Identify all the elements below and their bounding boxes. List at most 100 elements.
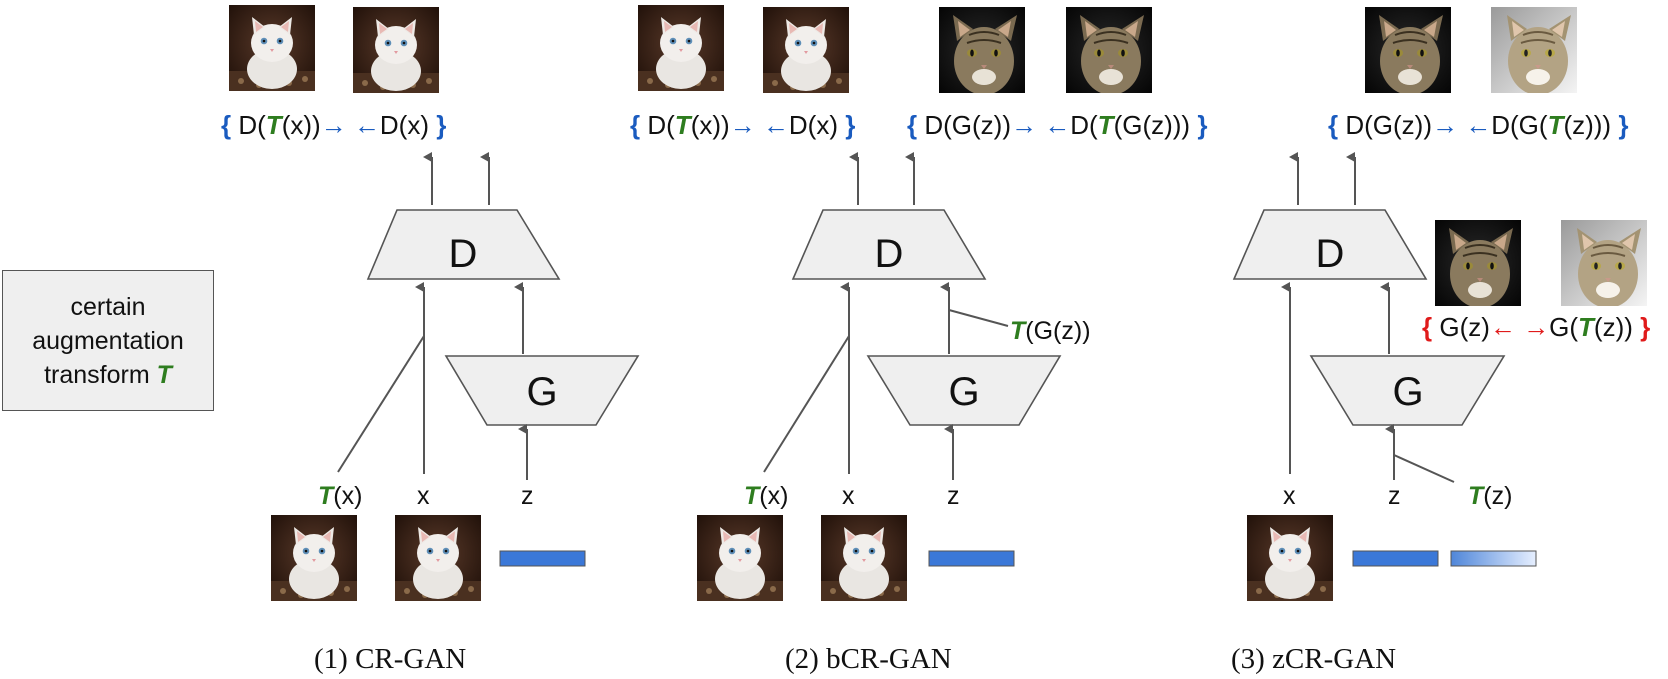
eq-z-close: (z)) — [1593, 312, 1633, 342]
panel1-bottom-kitten-transformed-image — [271, 515, 357, 601]
rbrace: } — [1618, 110, 1629, 140]
tx-suffix: (x) — [759, 482, 789, 510]
panel3-top-cat-image — [1365, 7, 1451, 93]
panel1-tx-join-line — [337, 335, 425, 473]
t-symbol: T — [318, 482, 334, 510]
eq-x-close: (x)) — [690, 110, 730, 140]
panel3-latent-tz-bar — [1450, 550, 1537, 567]
panel3-tz-label: T(z) — [1468, 481, 1512, 511]
eq-t-symbol: T — [1547, 110, 1564, 140]
panel2-x-label: x — [842, 482, 855, 510]
eq-dx: D(x) — [379, 110, 429, 140]
eq-z-close: (z))) — [1563, 110, 1612, 140]
panel2-graph: D G — [638, 5, 1152, 601]
panel2-tx-label: T(x) — [744, 481, 788, 511]
eq-dg-open: D(G( — [1491, 110, 1548, 140]
panel3-latent-z-bar — [1352, 550, 1439, 567]
panel3-consistency-equation: { D(G(z))→ ←D(G(T(z))) } — [1328, 109, 1628, 141]
panel1-generator-shape — [444, 355, 640, 426]
right-arrow-icon: → — [1011, 110, 1037, 140]
panel1-consistency-equation: { D(T(x))→ ←D(x) } — [221, 109, 446, 141]
panel3-latent-consistency-equation: { G(z)← →G(T(z)) } — [1422, 311, 1650, 343]
eq-t-symbol: T — [1578, 312, 1594, 342]
panel3-tz-pointer-line — [1393, 454, 1455, 483]
panel1-tx-label: T(x) — [318, 481, 362, 511]
rbrace: } — [436, 110, 447, 140]
panel2-discriminator-shape — [791, 209, 987, 280]
panel2-generator-shape — [866, 355, 1062, 426]
panel3-x-label: x — [1283, 482, 1296, 510]
eq-t-symbol: T — [1097, 110, 1114, 140]
eq-t-symbol: T — [674, 110, 691, 140]
eq-t-symbol: T — [265, 110, 282, 140]
panel2-discriminator-label: D — [875, 232, 904, 276]
panel2-latent-z-bar — [928, 550, 1015, 567]
panel3-mid-cat-transformed-image — [1561, 220, 1647, 306]
tx-suffix: (x) — [333, 482, 363, 510]
eq-d-open: D( — [238, 110, 266, 140]
lbrace: { — [907, 110, 918, 140]
panel2-bottom-kitten-transformed-image — [697, 515, 783, 601]
panel2-tgz-label: T(G(z)) — [1010, 316, 1091, 346]
right-arrow-icon: → — [320, 110, 347, 140]
panel1-x-label: x — [417, 482, 430, 510]
panel2-tgz-pointer-line — [948, 309, 1009, 327]
panel2-top-cat-transformed-image — [1066, 7, 1152, 93]
aug-transform-symbol: T — [156, 360, 172, 389]
panel2-bottom-kitten-image — [821, 515, 907, 601]
panel1-discriminator-shape — [366, 209, 561, 280]
left-arrow-icon: ← — [1489, 312, 1516, 342]
panel3-z-label: z — [1388, 482, 1401, 510]
right-arrow-icon: → — [1432, 110, 1458, 140]
t-symbol: T — [1010, 317, 1026, 345]
panel2-top-cat-image — [939, 7, 1025, 93]
rbrace: } — [845, 110, 856, 140]
panel1-latent-z-bar — [499, 550, 586, 567]
eq-dx: D(x) — [788, 110, 838, 140]
panel1-generator-label: G — [526, 370, 557, 414]
aug-line-2: augmentation — [32, 326, 184, 355]
t-symbol: T — [744, 482, 760, 510]
panel1-bottom-kitten-image — [395, 515, 481, 601]
panel3-discriminator-shape — [1232, 209, 1428, 280]
left-arrow-icon: ← — [353, 110, 380, 140]
panel1-z-label: z — [521, 482, 534, 510]
panel3-discriminator-label: D — [1316, 232, 1345, 276]
left-arrow-icon: ← — [1465, 110, 1492, 140]
rbrace: } — [1197, 110, 1208, 140]
rbrace: } — [1640, 312, 1651, 342]
panel3-caption: (3) zCR-GAN — [1231, 643, 1397, 675]
panel2-real-consistency-equation: { D(T(x))→ ←D(x) } — [630, 109, 855, 141]
t-symbol: T — [1468, 482, 1484, 510]
panel1-top-kitten-image — [353, 7, 439, 93]
aug-transform-word: transform — [44, 360, 150, 389]
tz-suffix: (z) — [1483, 482, 1513, 510]
left-arrow-icon: ← — [1044, 110, 1071, 140]
augmentation-legend-box: certain augmentation transform T — [2, 270, 214, 411]
eq-gz: G(z) — [1439, 312, 1490, 342]
eq-x-close: (x)) — [281, 110, 321, 140]
lbrace: { — [221, 110, 232, 140]
panel3-generator-shape — [1309, 355, 1506, 426]
eq-gz-close: (G(z))) — [1113, 110, 1191, 140]
panel3-graph: D G — [1232, 7, 1647, 601]
lbrace: { — [630, 110, 641, 140]
lbrace: { — [1328, 110, 1339, 140]
right-arrow-icon: → — [1523, 312, 1550, 342]
panel3-generator-label: G — [1392, 370, 1423, 414]
panel1-caption: (1) CR-GAN — [314, 643, 467, 675]
panel3-bottom-kitten-image — [1247, 515, 1333, 601]
left-arrow-icon: ← — [762, 110, 789, 140]
aug-line-3: transform T — [44, 358, 172, 392]
eq-d-open: D( — [1070, 110, 1098, 140]
panel3-top-cat-transformed-image — [1491, 7, 1577, 93]
eq-d-open: D( — [647, 110, 675, 140]
panel2-fake-consistency-equation: { D(G(z))→ ←D(T(G(z))) } — [907, 109, 1207, 141]
eq-g-open: G( — [1549, 312, 1579, 342]
tgz-suffix: (G(z)) — [1025, 317, 1091, 345]
eq-dgz: D(G(z)) — [1345, 110, 1432, 140]
right-arrow-icon: → — [729, 110, 756, 140]
eq-dgz: D(G(z)) — [924, 110, 1011, 140]
